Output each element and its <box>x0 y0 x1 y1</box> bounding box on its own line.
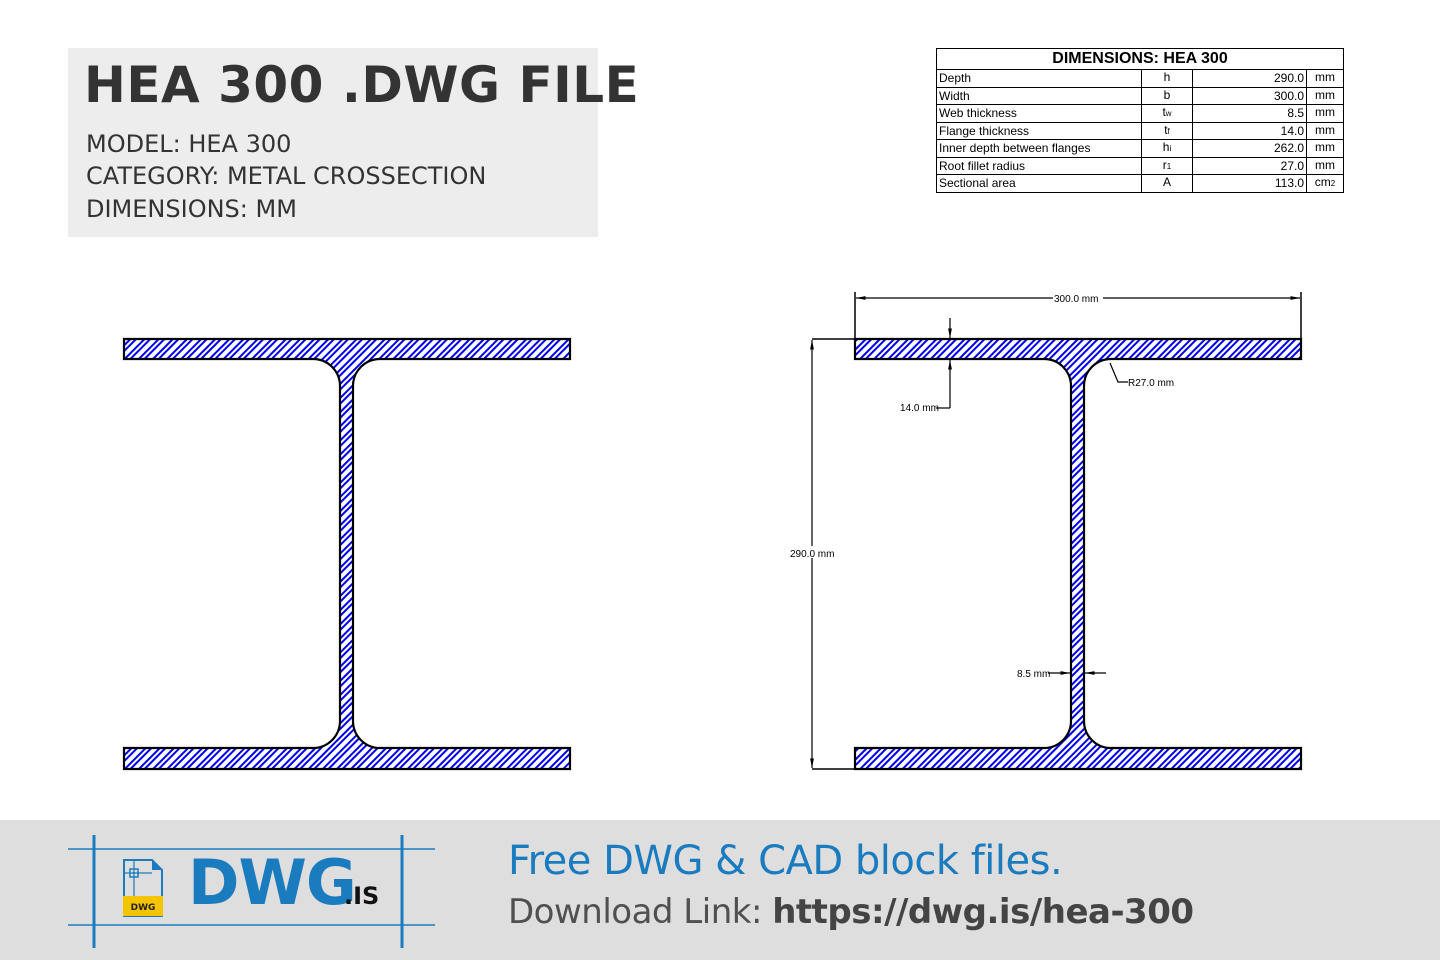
download-link[interactable]: https://dwg.is/hea-300 <box>772 892 1194 932</box>
page-title: HEA 300 .DWG FILE <box>84 56 640 114</box>
row-unit: cm2 <box>1306 174 1344 193</box>
svg-text:R27.0 mm: R27.0 mm <box>1128 378 1174 389</box>
model-line: MODEL: HEA 300 <box>86 130 292 158</box>
row-symbol: A <box>1141 174 1193 193</box>
row-label: Sectional area <box>936 174 1142 193</box>
flange-thickness-dimension: 14.0 mm <box>900 318 952 414</box>
logo-frame: DWG <box>68 835 435 948</box>
table-title: DIMENSIONS: HEA 300 <box>936 48 1344 70</box>
table-row: Sectional area A 113.0 cm2 <box>936 174 1344 193</box>
footer-banner: DWG DWG .IS Free DWG & CAD block files. … <box>0 820 1440 960</box>
row-label: Web thickness <box>936 104 1142 123</box>
i-beam-right <box>853 337 1303 771</box>
download-prefix: Download Link: <box>508 892 773 932</box>
table-row: Flange thickness tf 14.0 mm <box>936 121 1344 140</box>
svg-text:300.0 mm: 300.0 mm <box>1054 294 1098 305</box>
svg-text:DWG: DWG <box>131 903 156 913</box>
table-row: Inner depth between flanges hi 262.0 mm <box>936 139 1344 158</box>
dimensions-line: DIMENSIONS: MM <box>86 195 297 223</box>
info-panel: HEA 300 .DWG FILE MODEL: HEA 300 CATEGOR… <box>68 48 639 237</box>
logo-tld: .IS <box>344 882 380 910</box>
download-line: Download Link: https://dwg.is/hea-300 <box>508 892 1194 932</box>
i-beam-left <box>122 337 572 771</box>
svg-text:14.0 mm: 14.0 mm <box>900 403 939 414</box>
row-unit: mm <box>1306 139 1344 158</box>
row-value: 27.0 <box>1192 156 1307 175</box>
dimensions-table: DIMENSIONS: HEA 300 Depth h 290.0 mm Wid… <box>936 48 1344 193</box>
table-row: Root fillet radius r1 27.0 mm <box>936 156 1344 175</box>
tagline: Free DWG & CAD block files. <box>508 838 1063 884</box>
svg-text:8.5 mm: 8.5 mm <box>1017 669 1050 680</box>
table-row: Depth h 290.0 mm <box>936 69 1344 88</box>
dwg-file-icon: DWG <box>123 859 163 917</box>
category-line: CATEGORY: METAL CROSSECTION <box>86 162 487 190</box>
fillet-radius-dimension: R27.0 mm <box>1109 362 1174 389</box>
row-value: 113.0 <box>1192 174 1307 193</box>
cad-drawing: 300.0 mm 290.0 mm 14.0 mm R27.0 mm 8.5 m… <box>122 292 1303 771</box>
web-thickness-dimension: 8.5 mm <box>1017 669 1106 680</box>
svg-text:290.0 mm: 290.0 mm <box>790 549 834 560</box>
width-dimension: 300.0 mm <box>854 292 1302 339</box>
logo-wordmark: DWG <box>188 846 357 919</box>
depth-dimension: 290.0 mm <box>788 338 855 770</box>
table-row: Web thickness tw 8.5 mm <box>936 104 1344 123</box>
